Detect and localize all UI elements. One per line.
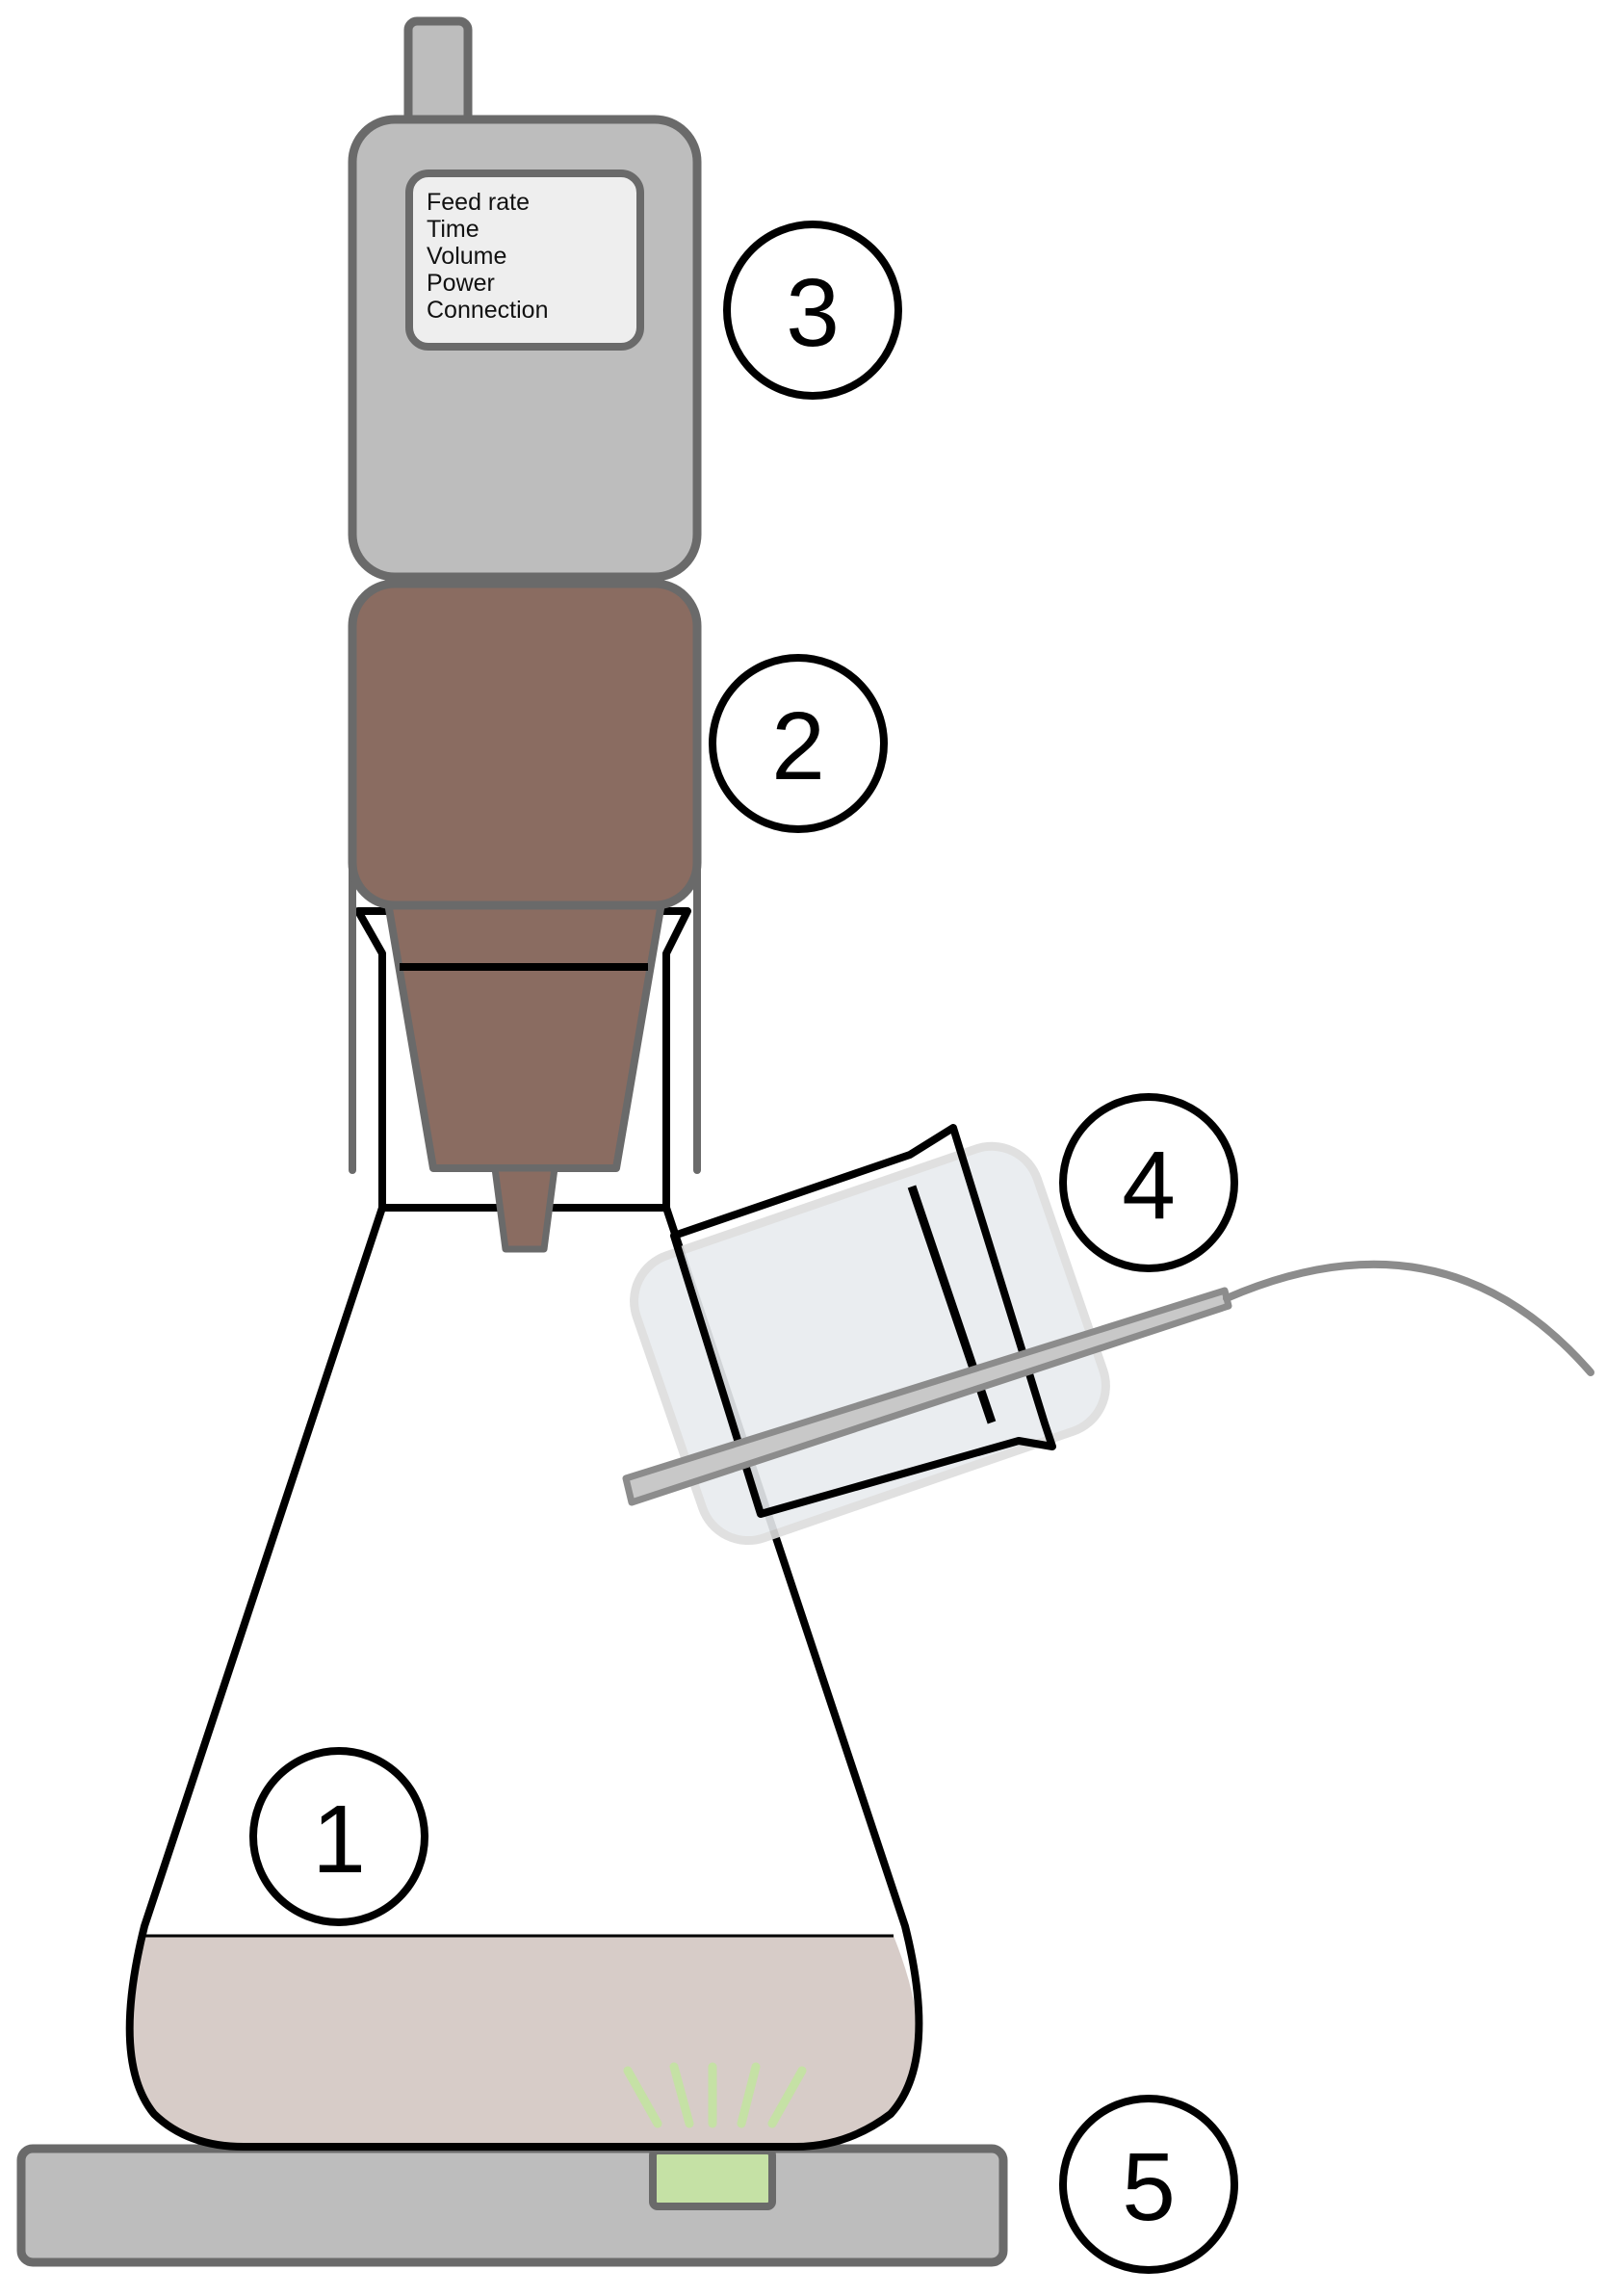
stir-plate-indicator-light <box>649 2147 776 2210</box>
cartridge-body <box>348 579 702 910</box>
glow-ray <box>623 2066 662 2128</box>
stirring-glow <box>623 2062 807 2128</box>
screen-line-time: Time <box>427 216 480 243</box>
probe-cable <box>1223 1260 1594 1376</box>
cartridge-cone <box>381 882 668 1172</box>
screen-line-power: Power <box>427 270 495 297</box>
callout-number: 3 <box>786 259 840 367</box>
callout-circle <box>249 1747 428 1926</box>
callout-circle <box>709 654 888 833</box>
screen-line-volume: Volume <box>427 243 506 270</box>
callout-1: 1 <box>249 1747 428 1926</box>
glow-ray <box>737 2062 761 2128</box>
holder-arms <box>349 824 701 1174</box>
sensor-assembly <box>622 1124 1594 1546</box>
stir-plate-base <box>16 2144 1008 2267</box>
side-adapter <box>670 1124 1056 1518</box>
callout-number: 4 <box>1122 1132 1176 1239</box>
probe-rod <box>622 1287 1232 1506</box>
sensor-housing <box>630 1141 1110 1546</box>
cartridge-nozzle <box>491 1164 558 1253</box>
callout-number: 1 <box>312 1786 366 1893</box>
callout-2: 2 <box>709 654 888 833</box>
dosing-device: Feed rate Time Volume Power Connection <box>348 16 702 582</box>
antenna <box>403 16 473 132</box>
callout-circle <box>1059 1093 1238 1272</box>
screen-line-connection: Connection <box>427 297 548 324</box>
callout-3: 3 <box>723 221 902 400</box>
flask-liquid <box>128 1936 919 2147</box>
glow-ray <box>669 2062 694 2128</box>
screen-line-feed-rate: Feed rate <box>427 189 530 216</box>
callout-circle <box>723 221 902 400</box>
stir-plate <box>16 2144 1008 2267</box>
callout-number: 5 <box>1122 2133 1176 2241</box>
device-screen <box>405 170 644 351</box>
callout-number: 2 <box>771 692 825 800</box>
powder-cartridge <box>348 579 702 1253</box>
callout-4: 4 <box>1059 1093 1238 1272</box>
callout-5: 5 <box>1059 2095 1238 2274</box>
callout-circle <box>1059 2095 1238 2274</box>
erlenmeyer-flask <box>125 907 923 2151</box>
flask-outline <box>125 907 923 2151</box>
glow-ray <box>767 2066 807 2128</box>
